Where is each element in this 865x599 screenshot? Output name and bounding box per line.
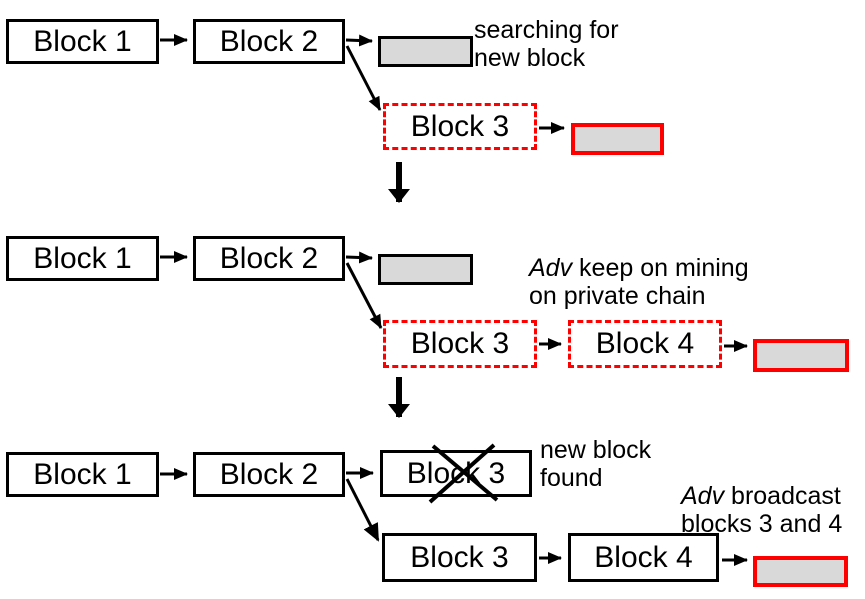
arrow-s1-block2-to-mining-box — [345, 34, 373, 47]
stage3-block-2: Block 2 — [193, 452, 345, 497]
stage2-private-block-4: Block 4 — [568, 320, 722, 368]
arrow-s1-block2-to-private-block3 — [345, 45, 382, 111]
note-adv-broadcast: Adv broadcast blocks 3 and 4 — [681, 482, 842, 538]
note-line: Adv broadcast — [681, 482, 842, 510]
arrow-s2-block2-to-private-block3 — [345, 262, 383, 329]
stage2-block-1: Block 1 — [6, 236, 159, 281]
note-line: found — [540, 464, 603, 492]
note-line: on private chain — [529, 282, 706, 310]
note-line: new block — [540, 436, 652, 464]
note-line: new block — [474, 44, 586, 72]
note-text: broadcast — [724, 482, 841, 510]
stage1-private-block-3: Block 3 — [383, 103, 537, 150]
stage2-private-mining-placeholder-box — [753, 339, 849, 372]
note-searching-for-new-block: searching for new block — [474, 16, 619, 72]
stage1-block-1: Block 1 — [6, 19, 159, 64]
adv-italic-text: Adv — [681, 482, 725, 510]
note-line: Adv keep on mining — [529, 254, 749, 282]
stage1-block-2: Block 2 — [193, 19, 345, 64]
stage3-block-1: Block 1 — [6, 452, 159, 497]
arrow-s2-block2-to-mining-box — [345, 251, 373, 264]
arrow-s3-block2-to-block3 — [345, 478, 380, 542]
adv-italic-text: Adv — [529, 254, 573, 282]
note-text: keep on mining — [572, 254, 749, 282]
stage1-private-mining-placeholder-box — [571, 123, 664, 155]
stage2-mining-placeholder-box — [378, 254, 473, 285]
note-adv-keep-mining: Adv keep on mining on private chain — [529, 254, 749, 310]
note-new-block-found: new block found — [540, 436, 651, 492]
stage2-private-block-3: Block 3 — [383, 320, 537, 368]
stage1-mining-placeholder-box — [378, 36, 473, 67]
stage2-block-2: Block 2 — [193, 236, 345, 281]
note-line: blocks 3 and 4 — [681, 510, 843, 538]
stage3-crossed-out-block-3: Block 3 — [380, 450, 532, 497]
stage3-block-4: Block 4 — [568, 533, 719, 582]
stage3-private-mining-placeholder-box — [753, 556, 848, 587]
note-line: searching for — [474, 16, 619, 44]
stage3-block-3: Block 3 — [382, 533, 537, 582]
